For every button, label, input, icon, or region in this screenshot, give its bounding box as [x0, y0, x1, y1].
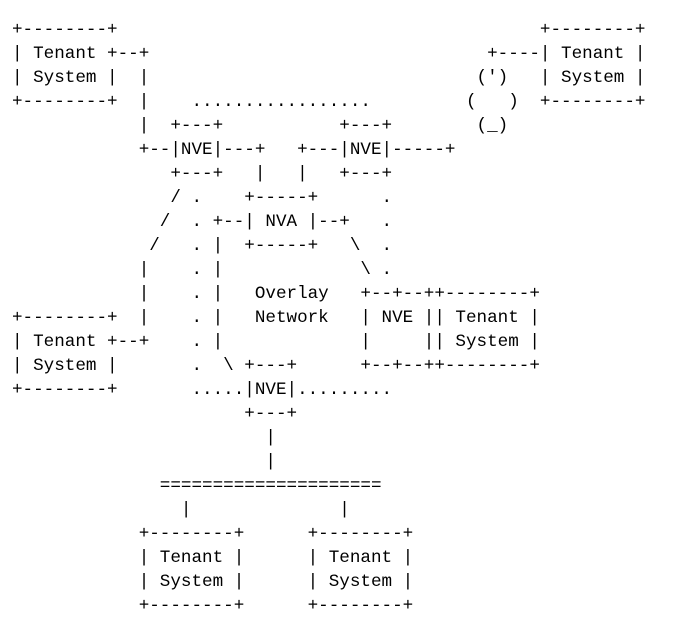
diagram-line: +--------+ | ................. ( ) +----…	[12, 92, 646, 112]
diagram-line: | +---+ +---+ (_)	[12, 116, 509, 136]
diagram-line: | . | Overlay +--+--++--------+	[12, 284, 540, 304]
diagram-line: +--------+ +--------+	[12, 596, 414, 616]
diagram-line: +---+	[12, 404, 298, 424]
diagram-line: / . +--| NVA |--+ .	[12, 212, 393, 232]
network-virtualization-diagram: +--------+ +--------+ | Tenant +--+ +---…	[12, 18, 645, 618]
diagram-line: / . +-----+ .	[12, 188, 393, 208]
diagram-line: | |	[12, 500, 350, 520]
diagram-line: | . | \ .	[12, 260, 393, 280]
diagram-line: / . | +-----+ \ .	[12, 236, 393, 256]
diagram-line: =====================	[12, 476, 382, 496]
diagram-line: | Tenant | | Tenant |	[12, 548, 414, 568]
diagram-line: +--------+ +--------+	[12, 524, 414, 544]
diagram-line: +--------+ .....|NVE|.........	[12, 380, 393, 400]
diagram-line: |	[12, 428, 276, 448]
diagram-line: | System | . \ +---+ +--+--++--------+	[12, 356, 540, 376]
diagram-line: | Tenant +--+ . | | || System |	[12, 332, 540, 352]
diagram-line: +--------+ | . | Network | NVE || Tenant…	[12, 308, 540, 328]
diagram-line: +--------+ +--------+	[12, 20, 646, 40]
diagram-line: | Tenant +--+ +----| Tenant |	[12, 44, 646, 64]
diagram-line: | System | | System |	[12, 572, 414, 592]
diagram-line: |	[12, 452, 276, 472]
diagram-line: | System | | (') | System |	[12, 68, 646, 88]
diagram-line: +---+ | | +---+	[12, 164, 393, 184]
diagram-line: +--|NVE|---+ +---|NVE|-----+	[12, 140, 456, 160]
